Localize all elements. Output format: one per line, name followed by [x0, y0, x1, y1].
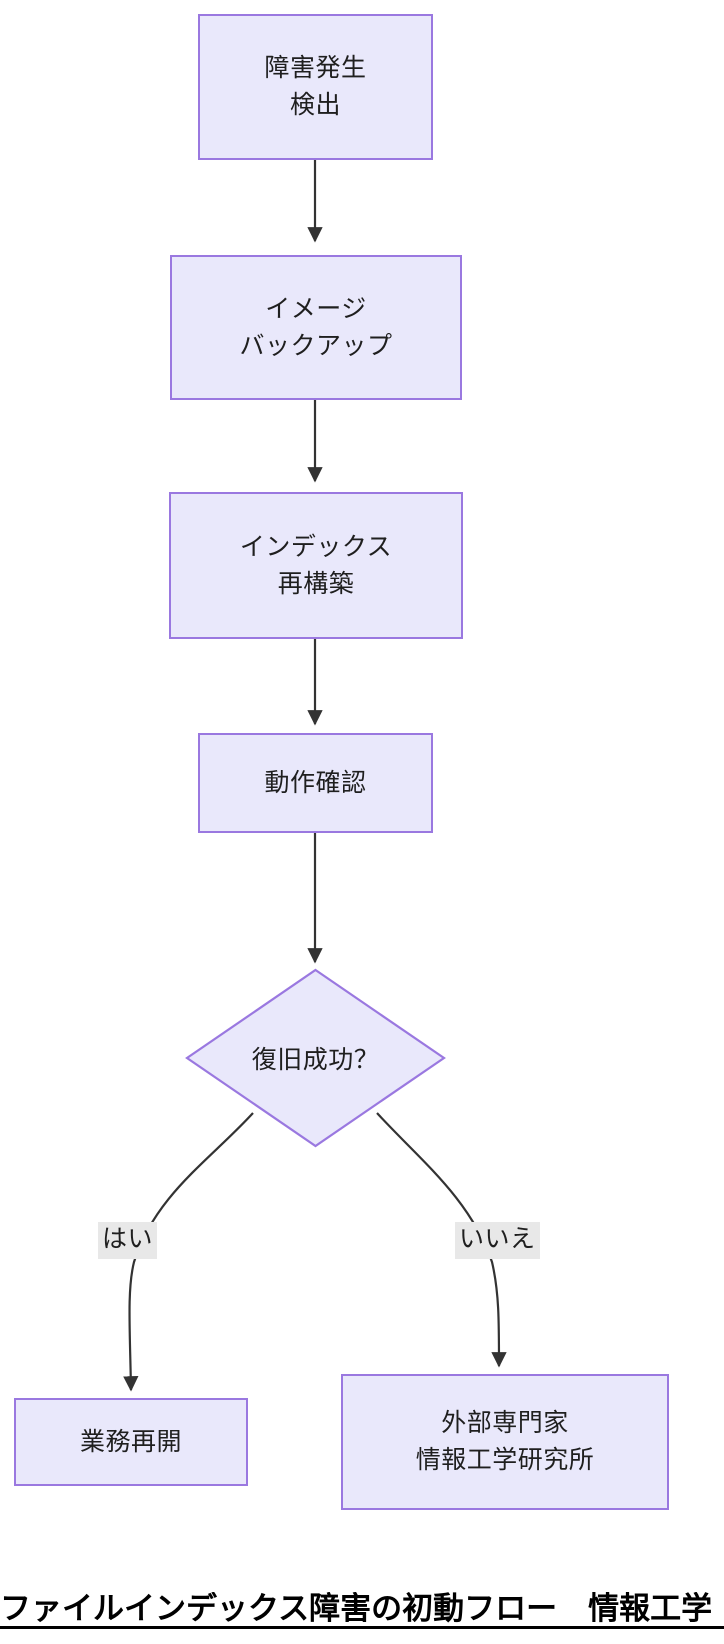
node-rebuild[interactable]: インデックス 再構築 [169, 492, 463, 639]
node-decision[interactable]: 復旧成功？ [185, 968, 446, 1148]
node-verify-line-1: 動作確認 [264, 768, 367, 797]
node-expert-line-1: 外部専門家 [441, 1409, 569, 1437]
node-detect[interactable]: 障害発生 検出 [198, 14, 433, 160]
node-backup-line-1: イメージ [265, 294, 367, 323]
node-backup-line-2: バックアップ [239, 331, 393, 360]
edge-label-yes: はい [98, 1222, 158, 1259]
node-expert-line-2: 情報工学研究所 [415, 1446, 595, 1474]
node-detect-line-1: 障害発生 [264, 54, 367, 82]
node-detect-line-2: 検出 [289, 91, 341, 119]
node-backup[interactable]: イメージ バックアップ [170, 255, 462, 400]
caption-divider [0, 1626, 724, 1629]
node-resume[interactable]: 業務再開 [14, 1398, 248, 1486]
edge-label-no: いいえ [455, 1222, 540, 1259]
node-decision-label: 復旧成功？ [251, 1046, 380, 1074]
node-rebuild-line-1: インデックス [239, 532, 393, 561]
node-expert[interactable]: 外部専門家 情報工学研究所 [341, 1374, 669, 1510]
node-rebuild-line-2: 再構築 [277, 569, 355, 598]
diamond-shape [185, 968, 446, 1148]
node-resume-line-1: 業務再開 [79, 1427, 182, 1456]
node-verify[interactable]: 動作確認 [198, 733, 433, 833]
diagram-caption: ファイルインデックス障害の初動フロー 情報工学 [0, 1592, 713, 1626]
